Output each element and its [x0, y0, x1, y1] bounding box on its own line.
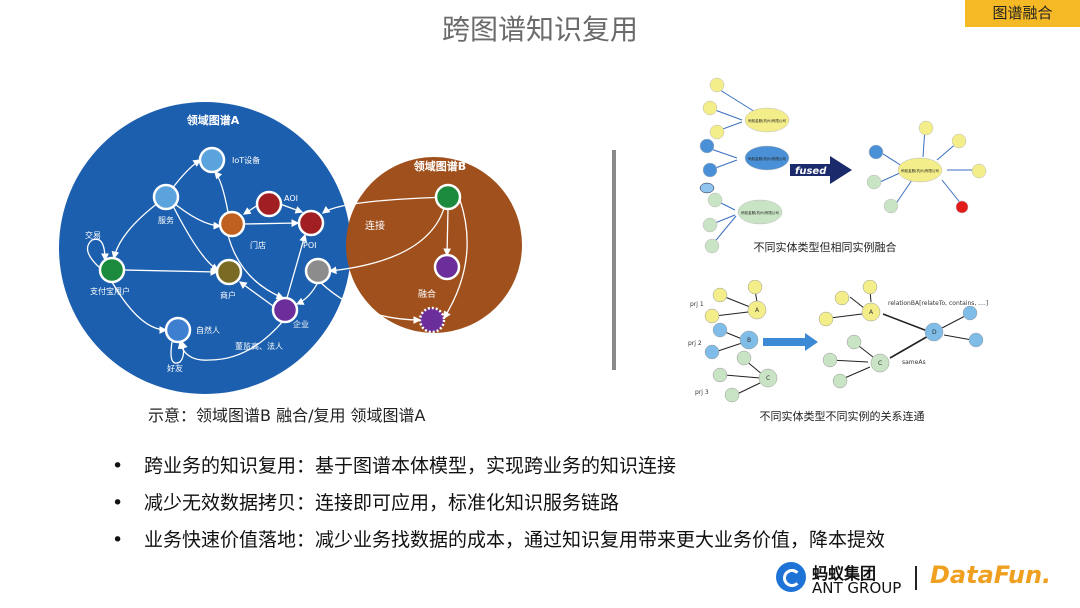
label-fuse: 融合	[418, 288, 436, 300]
label-prj2: prj 2	[688, 340, 702, 347]
ant-group-en: ANT GROUP	[812, 579, 902, 597]
label-a-merged: A	[869, 309, 874, 316]
node-b-green	[434, 183, 462, 211]
bullet-dot: •	[112, 529, 124, 551]
node-person	[164, 316, 192, 344]
label-person: 自然人	[196, 325, 220, 335]
bullet-text: 业务快速价值落地：减少业务找数据的成本，通过知识复用带来更大业务价值，降本提效	[144, 529, 886, 551]
label-merchant: 商户	[220, 290, 236, 300]
node-gray	[304, 257, 332, 285]
node-store	[218, 210, 246, 238]
diagram-caption: 示意：领域图谱B 融合/复用 领域图谱A	[148, 406, 426, 425]
bullet-item: • 减少无效数据拷贝：连接即可应用，标准化知识服务链路	[112, 488, 619, 515]
entity-label: 蚂蚁金服(杭州)有限公司	[748, 118, 786, 123]
label-relation: relationBA[relateTo, contains, ....]	[888, 300, 988, 307]
node-enterprise	[271, 296, 299, 324]
entity-label: 蚂蚁金服(杭州)有限公司	[748, 156, 786, 161]
fused-arrow	[790, 156, 852, 184]
label-alipay-user: 支付宝用户	[90, 286, 130, 296]
graph-a-title: 领域图谱A	[186, 113, 240, 127]
fused-diagram: 蚂蚁金服(杭州)有限公司 蚂蚁金服(杭州)有限公司 蚂蚁金服(杭州)有限公司 蚂…	[699, 77, 987, 254]
bullet-text: 减少无效数据拷贝：连接即可应用，标准化知识服务链路	[144, 492, 620, 514]
label-executive: 董监高、法人	[235, 341, 283, 351]
node-alipay-user	[98, 256, 126, 284]
bullet-item: • 业务快速价值落地：减少业务找数据的成本，通过知识复用带来更大业务价值，降本提效	[112, 525, 885, 552]
datafun-logo: DataFun.	[930, 561, 1052, 589]
ant-group-cn: 蚂蚁集团	[812, 564, 877, 583]
label-iot: IoT设备	[232, 155, 260, 165]
bullet-dot: •	[112, 455, 124, 477]
label-connect: 连接	[365, 219, 385, 232]
bullet-text: 跨业务的知识复用：基于图谱本体模型，实现跨业务的知识连接	[144, 455, 677, 477]
label-friend: 好友	[167, 363, 183, 373]
label-prj3: prj 3	[695, 389, 709, 396]
node-fused	[418, 306, 446, 334]
label-a: A	[755, 307, 760, 314]
fused-caption: 不同实体类型但相同实例融合	[754, 240, 897, 254]
label-aoi: AOI	[284, 194, 298, 203]
node-aoi	[255, 190, 283, 218]
node-b-purple	[433, 253, 461, 281]
entity-label: 蚂蚁金服(杭州)有限公司	[741, 210, 779, 215]
label-same-as: sameAs	[902, 359, 926, 366]
label-prj1: prj 1	[690, 301, 704, 308]
label-d: D	[932, 329, 937, 336]
relation-diagram: prj 1 prj 2 prj 3 A B C A D C relationBA…	[688, 280, 988, 423]
label-poi: POI	[303, 241, 316, 250]
fused-arrow-label: fused	[795, 166, 827, 177]
entity-label: 蚂蚁金服(杭州)有限公司	[901, 168, 939, 173]
label-enterprise: 企业	[293, 319, 309, 329]
page-title: 跨图谱知识复用	[441, 13, 638, 46]
graph-b-title: 领域图谱B	[413, 159, 466, 173]
divider	[612, 150, 616, 370]
label-service: 服务	[158, 215, 174, 225]
section-tag: 图谱融合	[965, 0, 1080, 27]
label-b: B	[747, 337, 751, 344]
label-trade: 交易	[85, 230, 101, 240]
label-store: 门店	[250, 240, 266, 250]
node-iot	[198, 146, 226, 174]
node-merchant	[215, 258, 243, 286]
ant-group-logo-icon	[776, 562, 806, 592]
label-c: C	[766, 375, 770, 382]
node-poi	[297, 209, 325, 237]
graph-b-circle	[346, 157, 522, 333]
transform-arrow	[763, 333, 818, 351]
bullet-item: • 跨业务的知识复用：基于图谱本体模型，实现跨业务的知识连接	[112, 451, 676, 478]
bullet-dot: •	[112, 492, 124, 514]
label-c-merged: C	[878, 360, 882, 367]
relation-caption: 不同实体类型不同实例的关系连通	[760, 409, 925, 423]
node-service	[152, 183, 180, 211]
knowledge-graph-diagram: 领域图谱A 领域图谱B IoT设备 服务 AOI 门店 POI 支付宝用户 交易…	[59, 102, 522, 394]
logo-separator	[915, 566, 917, 590]
